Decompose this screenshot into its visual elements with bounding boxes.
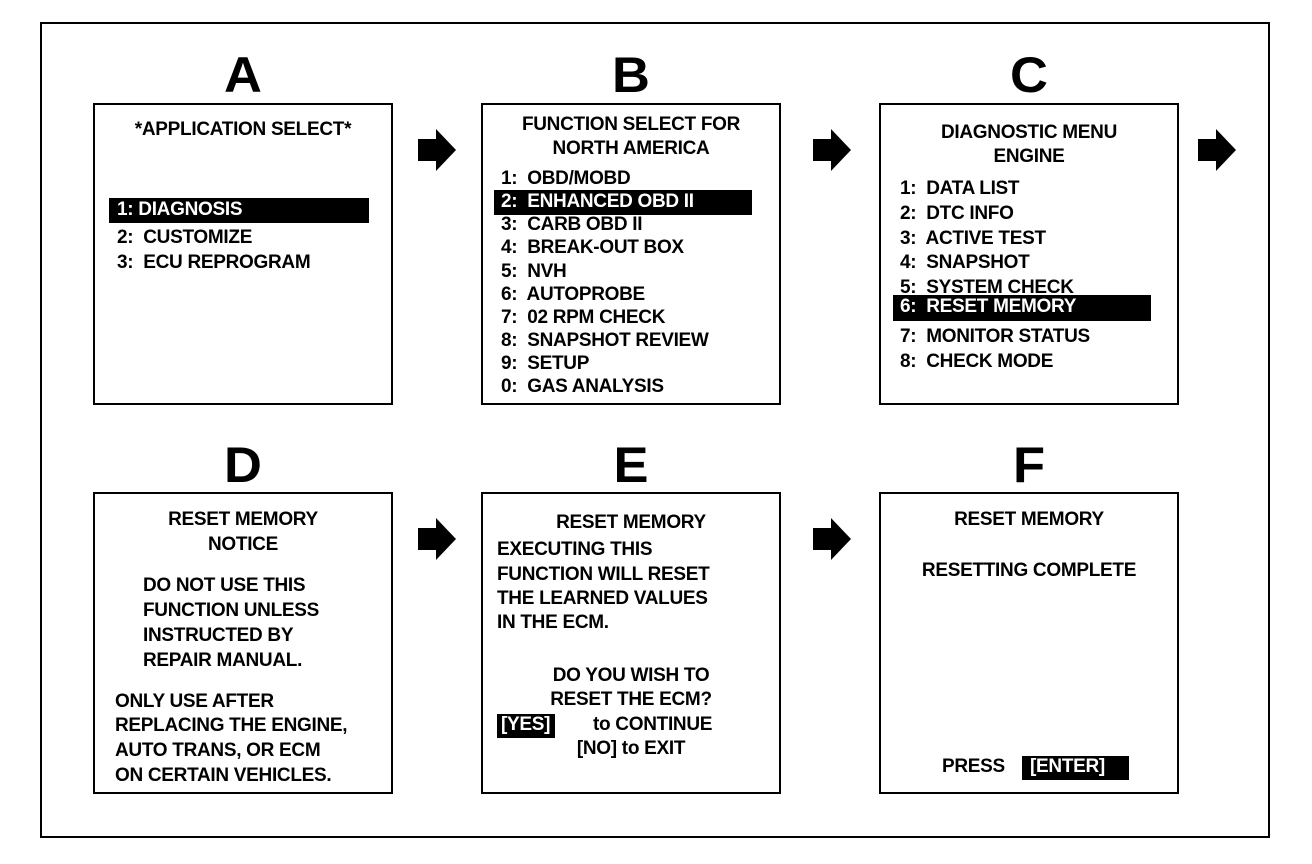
menu-item[interactable]: 8: SNAPSHOT REVIEW — [501, 330, 709, 351]
question-text: DO YOU WISH TO — [552, 665, 710, 686]
diagram-frame — [40, 22, 1270, 838]
notice-text: FUNCTION UNLESS — [143, 600, 320, 621]
menu-item[interactable]: 2: ENHANCED OBD II — [501, 191, 694, 212]
screen-reset-complete: RESET MEMORY RESETTING COMPLETE PRESS [E… — [879, 492, 1179, 794]
status-text: RESETTING COMPLETE — [921, 560, 1137, 581]
notice-text: DO NOT USE THIS — [143, 575, 306, 596]
screen-function-select: FUNCTION SELECT FOR NORTH AMERICA 1: OBD… — [481, 103, 781, 405]
menu-item[interactable]: 7: 02 RPM CHECK — [501, 307, 666, 328]
panel-e-letter: E — [613, 437, 649, 493]
menu-item[interactable]: 6: RESET MEMORY — [900, 296, 1077, 317]
menu-item-ecu-reprogram[interactable]: 3: ECU REPROGRAM — [117, 252, 311, 273]
menu-item[interactable]: 7: MONITOR STATUS — [900, 326, 1090, 347]
note-text: ON CERTAIN VEHICLES. — [115, 765, 332, 786]
screen-reset-memory-notice: RESET MEMORY NOTICE DO NOT USE THIS FUNC… — [93, 492, 393, 794]
yes-key-highlight — [497, 714, 555, 738]
menu-item[interactable]: 3: ACTIVE TEST — [900, 228, 1046, 249]
screen-title: DIAGNOSTIC MENU — [940, 122, 1117, 143]
selection-highlight — [494, 190, 752, 215]
screen-title: NOTICE — [208, 534, 278, 555]
enter-key-highlight — [1022, 756, 1129, 780]
right-arrow-icon — [813, 129, 851, 171]
menu-item[interactable]: 3: CARB OBD II — [501, 214, 643, 235]
menu-item-customize[interactable]: 2: CUSTOMIZE — [117, 227, 253, 248]
screen-application-select: *APPLICATION SELECT* 1: DIAGNOSIS 2: CUS… — [93, 103, 393, 405]
screen-reset-memory-confirm: RESET MEMORY EXECUTING THIS FUNCTION WIL… — [481, 492, 781, 794]
note-text: REPLACING THE ENGINE, — [115, 715, 348, 736]
screen-diagnostic-menu: DIAGNOSTIC MENU ENGINE 1: DATA LIST 2: D… — [879, 103, 1179, 405]
screen-title: RESET MEMORY — [168, 509, 318, 530]
question-text: RESET THE ECM? — [550, 689, 712, 710]
no-instruction[interactable]: [NO] to EXIT — [576, 738, 686, 759]
menu-item[interactable]: 5: NVH — [501, 261, 567, 282]
screen-title: RESET MEMORY — [954, 509, 1104, 530]
menu-item[interactable]: 4: SNAPSHOT — [900, 252, 1030, 273]
panel-a-letter: A — [224, 47, 262, 103]
right-arrow-icon — [418, 129, 456, 171]
yes-instruction: to CONTINUE — [593, 714, 713, 735]
body-text: IN THE ECM. — [497, 612, 609, 633]
notice-text: REPAIR MANUAL. — [143, 650, 303, 671]
menu-item[interactable]: 6: AUTOPROBE — [501, 284, 645, 305]
menu-item[interactable]: 1: OBD/MOBD — [501, 168, 631, 189]
menu-item[interactable]: 1: DATA LIST — [900, 178, 1020, 199]
selection-highlight — [109, 198, 369, 223]
press-label: PRESS — [942, 756, 1005, 777]
screen-title: ENGINE — [993, 146, 1065, 167]
note-text: AUTO TRANS, OR ECM — [115, 740, 321, 761]
menu-item-diagnosis[interactable]: 1: DIAGNOSIS — [117, 199, 243, 220]
note-text: ONLY USE AFTER — [115, 691, 274, 712]
menu-item[interactable]: 5: SYSTEM CHECK — [900, 277, 1074, 298]
right-arrow-icon — [813, 518, 851, 560]
screen-title: RESET MEMORY — [556, 512, 706, 533]
screen-title: *APPLICATION SELECT* — [134, 119, 352, 140]
notice-text: INSTRUCTED BY — [143, 625, 294, 646]
panel-b-letter: B — [612, 47, 650, 103]
yes-key[interactable]: [YES] — [501, 714, 551, 735]
panel-f-letter: F — [1012, 437, 1046, 493]
screen-title: NORTH AMERICA — [552, 138, 710, 159]
right-arrow-icon — [1198, 129, 1236, 171]
right-arrow-icon — [418, 518, 456, 560]
body-text: THE LEARNED VALUES — [497, 588, 708, 609]
menu-item[interactable]: 9: SETUP — [501, 353, 590, 374]
panel-d-letter: D — [224, 437, 262, 493]
menu-item[interactable]: 4: BREAK-OUT BOX — [501, 237, 684, 258]
menu-item[interactable]: 0: GAS ANALYSIS — [501, 376, 664, 397]
menu-item[interactable]: 8: CHECK MODE — [900, 351, 1054, 372]
body-text: FUNCTION WILL RESET — [497, 564, 710, 585]
menu-item[interactable]: 2: DTC INFO — [900, 203, 1014, 224]
screen-title: FUNCTION SELECT FOR — [521, 114, 741, 135]
panel-c-letter: C — [1010, 47, 1048, 103]
enter-key[interactable]: [ENTER] — [1030, 756, 1105, 777]
selection-highlight — [893, 295, 1151, 321]
body-text: EXECUTING THIS — [497, 539, 653, 560]
